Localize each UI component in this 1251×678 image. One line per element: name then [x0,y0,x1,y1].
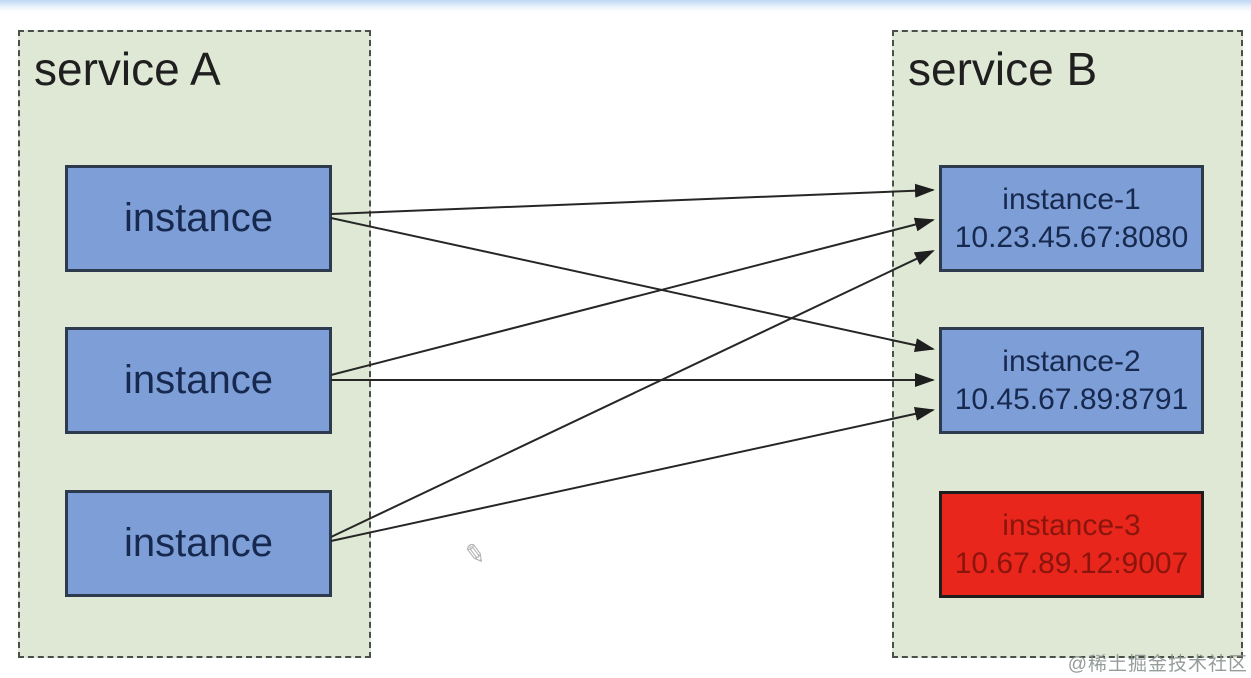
service-b-container: service B instance-1 10.23.45.67:8080 in… [892,30,1243,658]
arrow-a3-to-b1 [330,250,935,538]
service-b-title: service B [908,43,1098,95]
service-a-title: service A [34,43,221,95]
arrow-a1-to-b1 [330,183,935,215]
service-b-instance-2: instance-2 10.45.67.89:8791 [939,327,1204,434]
instance-label: instance [124,521,273,565]
instance-name: instance-2 [1002,344,1141,378]
service-b-instance-1: instance-1 10.23.45.67:8080 [939,165,1204,272]
watermark: @稀土掘金技术社区 [1067,654,1248,675]
top-gradient-strip [0,0,1251,12]
service-a-container: service A instance instance instance [18,30,371,658]
instance-label: instance [124,196,273,240]
instance-name: instance-3 [1002,508,1141,542]
instance-address: 10.67.89.12:9007 [954,546,1189,580]
service-a-instance-2: instance [65,327,332,434]
pencil-cursor-icon: ✎ [462,538,488,572]
service-a-instance-1: instance [65,165,332,272]
instance-label: instance [124,358,273,402]
service-b-instance-3: instance-3 10.67.89.12:9007 [939,491,1204,598]
arrow-a2-to-b1 [330,217,935,376]
arrow-a1-to-b2 [330,217,935,353]
instance-address: 10.23.45.67:8080 [954,220,1189,254]
instance-name: instance-1 [1002,182,1141,216]
arrow-a3-to-b2 [330,406,935,542]
instance-address: 10.45.67.89:8791 [954,382,1189,416]
service-a-instance-3: instance [65,490,332,597]
